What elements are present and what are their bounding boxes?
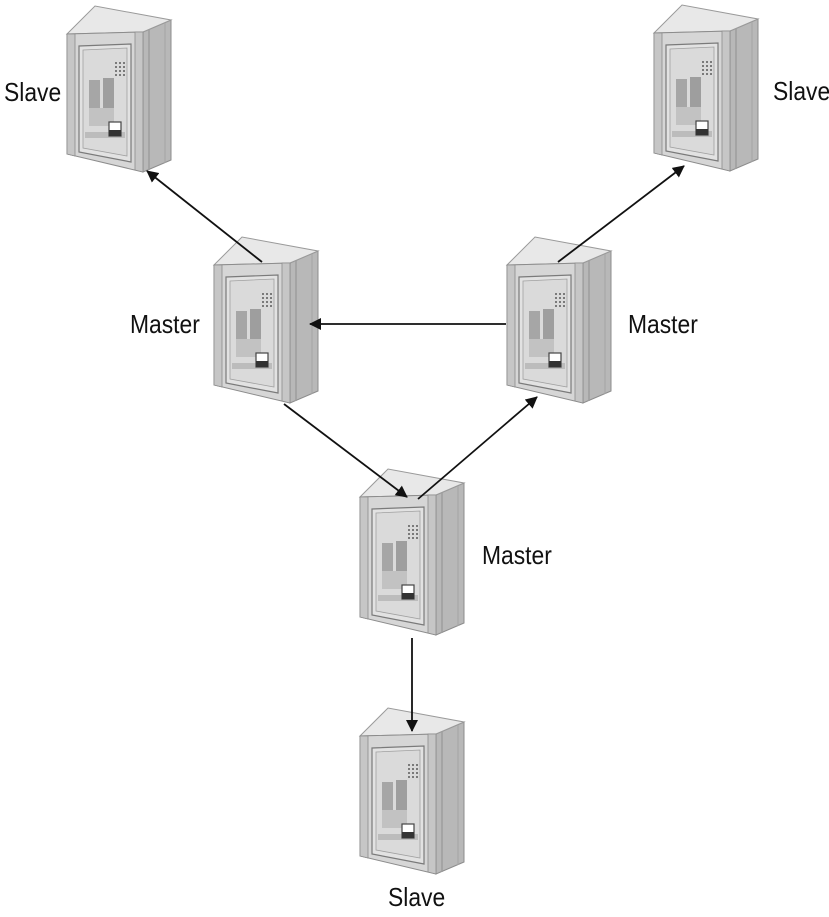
server-slave-bottom-icon [359, 707, 465, 875]
node-label-slave-top-right: Slave [773, 78, 829, 107]
edge-master-left-to-slave-top-left [146, 170, 263, 263]
edge-master-right-to-slave-top-right [557, 165, 685, 263]
edge-master-left-to-master-center [283, 403, 408, 498]
edge-master-center-to-master-right [417, 396, 538, 500]
node-label-master-center: Master [482, 542, 552, 571]
node-label-master-left: Master [130, 311, 200, 340]
node-label-master-right: Master [628, 311, 698, 340]
server-master-center-icon [359, 468, 465, 636]
server-slave-top-right-icon [653, 4, 759, 172]
node-label-slave-bottom: Slave [388, 884, 445, 913]
server-master-left-icon [213, 236, 319, 404]
server-slave-top-left-icon [66, 5, 172, 173]
node-label-slave-top-left: Slave [4, 79, 61, 108]
